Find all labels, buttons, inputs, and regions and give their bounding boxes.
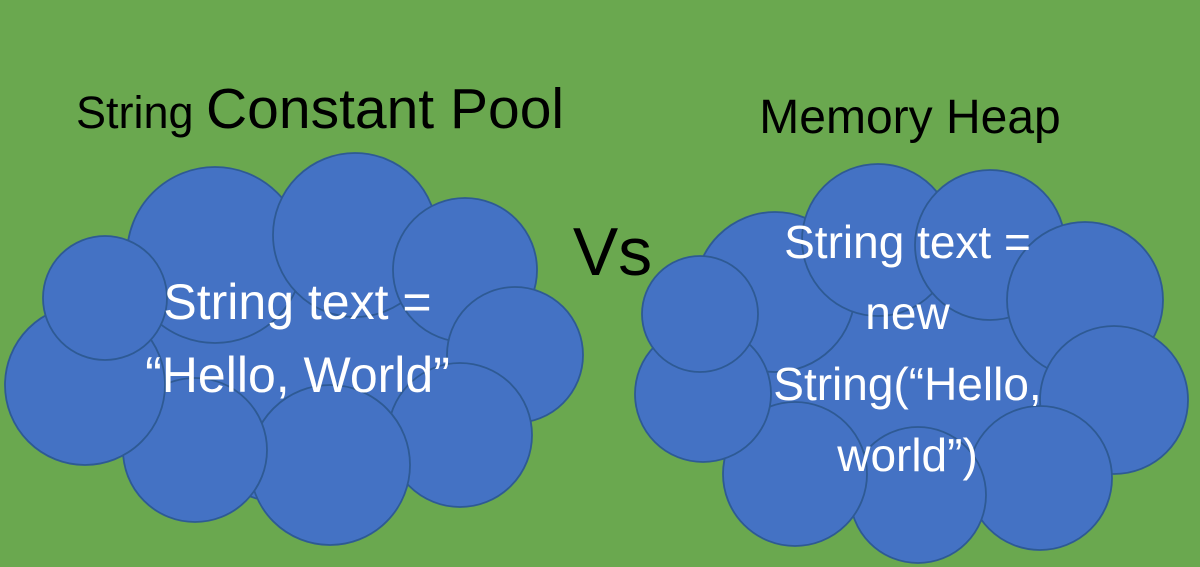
right-cloud-text: String text = new String(“Hello, world”) xyxy=(665,207,1150,491)
left-cloud-shape xyxy=(4,152,584,546)
right-cloud-text-line4: world”) xyxy=(837,429,978,481)
left-cloud-text-line2: “Hello, World” xyxy=(145,347,450,403)
right-cloud-shape xyxy=(634,163,1189,564)
title-string-constant-pool: String Constant Pool xyxy=(15,78,625,141)
right-cloud-text-line1: String text = xyxy=(784,216,1031,268)
right-cloud-text-line3: String(“Hello, xyxy=(773,358,1042,410)
title-string-constant-pool-part1: String xyxy=(75,87,206,138)
right-cloud-text-line2: new xyxy=(865,287,950,339)
left-cloud-text-line1: String text = xyxy=(163,274,432,330)
title-string-constant-pool-part2: Constant Pool xyxy=(206,77,565,141)
left-cloud-text: String text = “Hello, World” xyxy=(40,266,555,412)
versus-label: Vs xyxy=(572,214,653,290)
title-memory-heap: Memory Heap xyxy=(759,91,1061,144)
